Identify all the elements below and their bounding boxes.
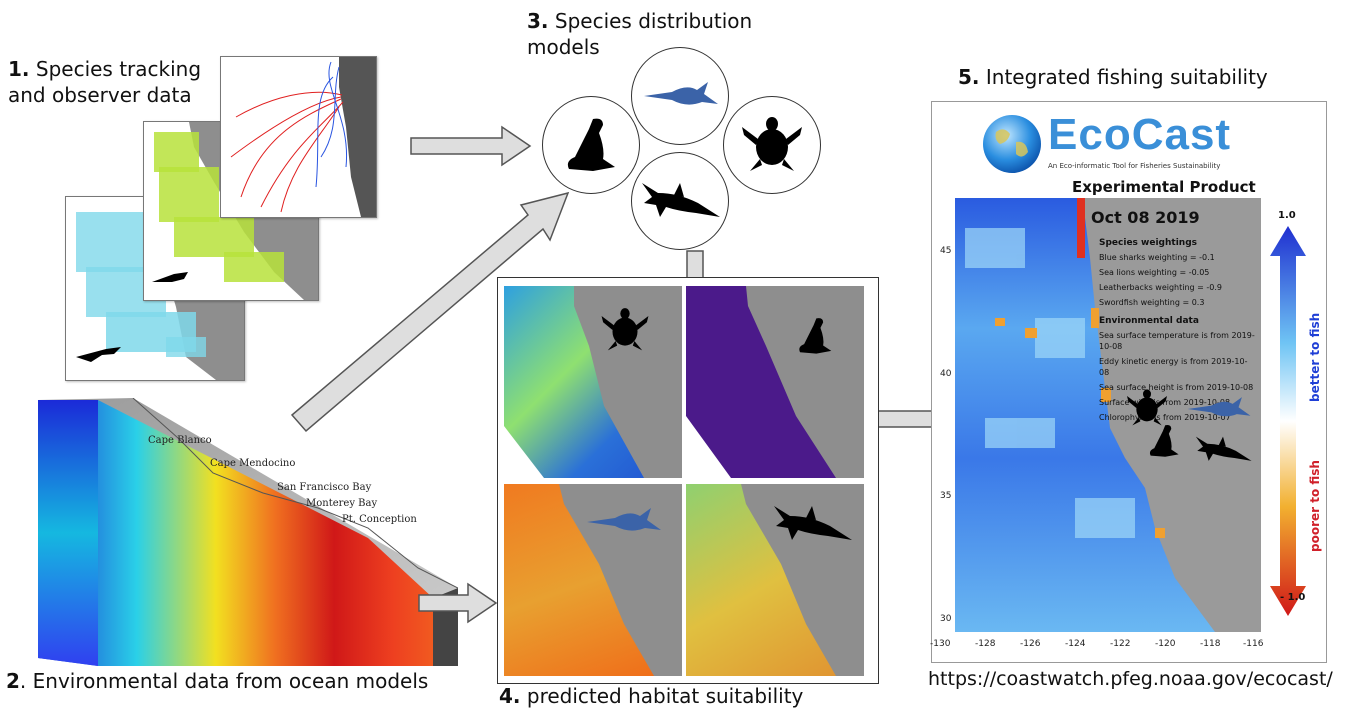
env-title: Environmental data bbox=[1099, 316, 1199, 326]
env-sst: Sea surface temperature is from 2019-10-… bbox=[1099, 331, 1255, 351]
weight-blue-shark: Blue sharks weighting = -0.1 bbox=[1099, 253, 1215, 262]
label-pt-conception: Pt. Conception bbox=[342, 514, 417, 525]
habitat-map-swordfish bbox=[504, 484, 682, 676]
weight-swordfish: Swordfish weighting = 0.3 bbox=[1099, 298, 1205, 307]
globe-icon bbox=[983, 115, 1041, 173]
ecocast-logo-text: EcoCast bbox=[1048, 110, 1232, 159]
ocean-model-3d-block bbox=[38, 398, 458, 666]
ytick-35: 35 bbox=[940, 491, 952, 501]
poorer-to-fish-label: poorer to fish bbox=[1308, 460, 1322, 552]
xtick-116: -116 bbox=[1243, 639, 1264, 649]
habitat-map-turtle bbox=[504, 286, 682, 478]
scale-bottom-label: - 1.0 bbox=[1280, 592, 1306, 603]
arrow-ocean-to-habitat bbox=[418, 582, 498, 624]
sea-lion-icon bbox=[567, 118, 615, 171]
arrow-ocean-to-models bbox=[290, 191, 570, 433]
ecocast-url[interactable]: https://coastwatch.pfeg.noaa.gov/ecocast… bbox=[928, 668, 1333, 690]
swordfish-icon bbox=[644, 82, 718, 105]
env-eke: Eddy kinetic energy is from 2019-10-08 bbox=[1099, 357, 1248, 377]
swordfish-icon bbox=[1187, 397, 1251, 417]
xtick-124: -124 bbox=[1065, 639, 1086, 649]
weights-title: Species weightings bbox=[1099, 238, 1197, 248]
xtick-126: -126 bbox=[1020, 639, 1041, 649]
telemetry-tracks-plot bbox=[230, 57, 376, 217]
label-cape-mendocino: Cape Mendocino bbox=[210, 458, 296, 469]
label-sf-bay: San Francisco Bay bbox=[277, 482, 372, 493]
swordfish-icon bbox=[587, 508, 661, 531]
habitat-suitability-grid bbox=[497, 277, 879, 684]
label-cape-blanco: Cape Blanco bbox=[148, 435, 212, 446]
env-ssh: Sea surface height is from 2019-10-08 bbox=[1099, 383, 1254, 392]
sea-lion-icon bbox=[799, 318, 832, 354]
scale-top-label: 1.0 bbox=[1278, 210, 1296, 221]
turtle-model-circle bbox=[723, 96, 821, 194]
turtle-icon bbox=[601, 308, 649, 351]
weight-sea-lion: Sea lions weighting = -0.05 bbox=[1099, 268, 1210, 277]
xtick-128: -128 bbox=[975, 639, 996, 649]
ecocast-map-plot bbox=[955, 198, 1261, 632]
ecocast-tagline: An Eco-informatic Tool for Fisheries Sus… bbox=[1048, 162, 1221, 170]
step5-title: 5. Integrated fishing suitability bbox=[958, 65, 1268, 89]
swordfish-model-circle bbox=[631, 47, 729, 145]
step4-title: 4. predicted habitat suitability bbox=[499, 684, 804, 708]
xtick-130: -130 bbox=[930, 639, 951, 649]
suitability-scale-arrow bbox=[1270, 226, 1306, 616]
xtick-118: -118 bbox=[1200, 639, 1221, 649]
product-label: Experimental Product bbox=[1072, 178, 1256, 196]
turtle-icon bbox=[742, 117, 802, 171]
shark-model-circle bbox=[631, 152, 729, 250]
map-date: Oct 08 2019 bbox=[1091, 208, 1200, 227]
habitat-map-sealion bbox=[686, 286, 864, 478]
shark-icon bbox=[774, 506, 852, 540]
ecocast-map: Oct 08 2019 Species weightings Blue shar… bbox=[955, 198, 1261, 632]
xtick-122: -122 bbox=[1110, 639, 1131, 649]
shark-icon bbox=[1195, 436, 1252, 461]
env-wind: Surface wind is from 2019-10-08 bbox=[1099, 398, 1231, 407]
xtick-120: -120 bbox=[1155, 639, 1176, 649]
ytick-45: 45 bbox=[940, 246, 952, 256]
turtle-icon bbox=[1127, 389, 1167, 426]
habitat-map-shark bbox=[686, 484, 864, 676]
tracking-map-telemetry bbox=[220, 56, 377, 218]
shark-icon bbox=[642, 183, 720, 217]
sealion-model-circle bbox=[542, 96, 640, 194]
ecocast-product-panel: EcoCast An Eco-informatic Tool for Fishe… bbox=[930, 101, 1327, 663]
ytick-30: 30 bbox=[940, 614, 952, 624]
weights-list: Blue sharks weighting = -0.1 Sea lions w… bbox=[1099, 252, 1249, 308]
label-monterey-bay: Monterey Bay bbox=[306, 498, 378, 509]
env-chl: Chlorophyll a is from 2019-10-07 bbox=[1099, 413, 1231, 422]
arrow-tracking-to-models bbox=[410, 125, 532, 167]
step2-title: 2. Environmental data from ocean models bbox=[6, 669, 429, 693]
better-to-fish-label: better to fish bbox=[1308, 312, 1322, 402]
ytick-40: 40 bbox=[940, 369, 952, 379]
env-list: Sea surface temperature is from 2019-10-… bbox=[1099, 330, 1257, 423]
sea-lion-icon bbox=[1149, 424, 1179, 457]
weight-leatherback: Leatherbacks weighting = -0.9 bbox=[1099, 283, 1223, 292]
